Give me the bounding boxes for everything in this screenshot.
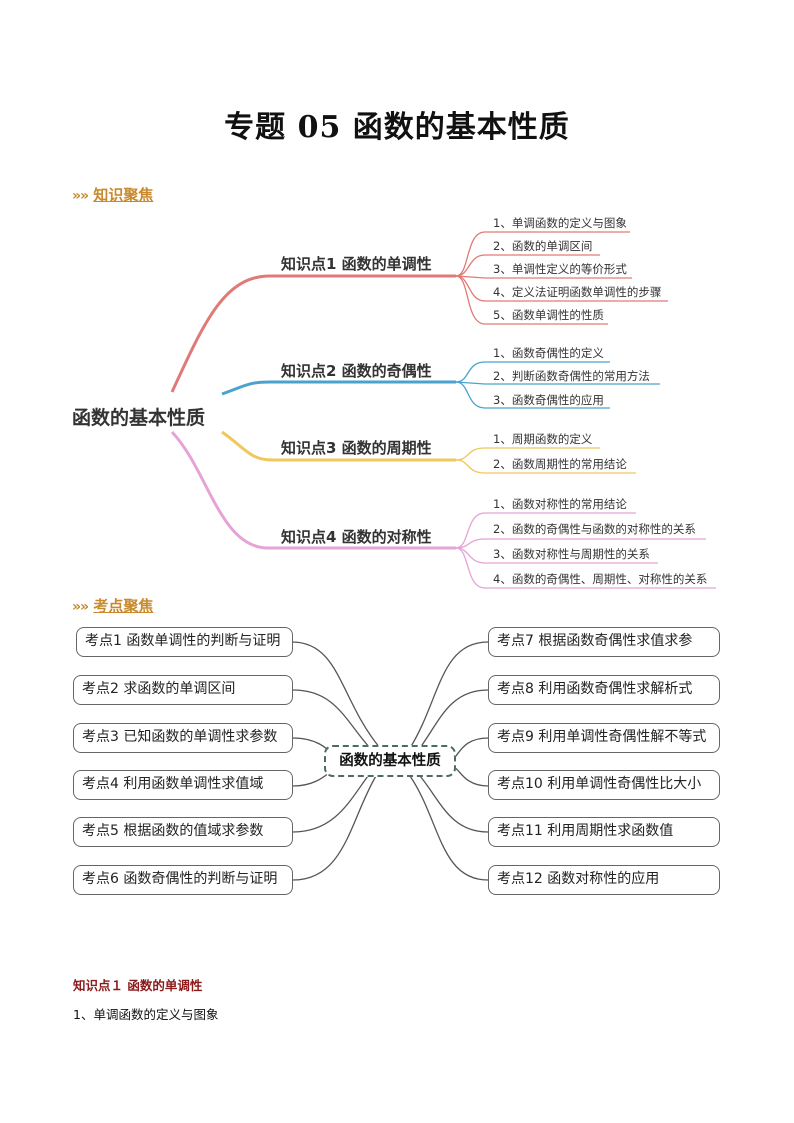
leaf-item: 2、函数周期性的常用结论 (493, 457, 627, 471)
exam-point-box: 考点7 根据函数奇偶性求值求参 (488, 627, 720, 657)
leaf-item: 3、函数对称性与周期性的关系 (493, 547, 650, 561)
leaf-item: 1、单调函数的定义与图象 (493, 216, 627, 230)
branch-monotonicity: 知识点1 函数的单调性 (281, 255, 432, 273)
leaf-item: 1、函数奇偶性的定义 (493, 346, 604, 360)
leaf-item: 2、函数的单调区间 (493, 239, 593, 253)
exam-point-box: 考点4 利用函数单调性求值域 (73, 770, 293, 800)
body-line: 1、单调函数的定义与图象 (73, 1007, 219, 1022)
exam-point-box: 考点9 利用单调性奇偶性解不等式 (488, 723, 720, 753)
branch-periodicity: 知识点3 函数的周期性 (281, 439, 432, 457)
page-title: 专题 05 函数的基本性质 (224, 110, 570, 145)
section-knowledge-label: 知识聚焦 (93, 186, 154, 204)
exam-point-box: 考点5 根据函数的值域求参数 (73, 817, 293, 847)
leaf-item: 4、定义法证明函数单调性的步骤 (493, 285, 662, 299)
mindmap-center-node: 函数的基本性质 (324, 745, 456, 777)
exam-point-box: 考点2 求函数的单调区间 (73, 675, 293, 705)
leaf-item: 1、周期函数的定义 (493, 432, 593, 446)
mindmap-root: 函数的基本性质 (72, 407, 206, 429)
exam-point-box: 考点1 函数单调性的判断与证明 (76, 627, 293, 657)
leaf-item: 3、单调性定义的等价形式 (493, 262, 627, 276)
exam-point-box: 考点8 利用函数奇偶性求解析式 (488, 675, 720, 705)
leaf-item: 1、函数对称性的常用结论 (493, 497, 627, 511)
leaf-item: 4、函数的奇偶性、周期性、对称性的关系 (493, 572, 708, 586)
double-chevron-icon: » (72, 188, 81, 204)
exam-point-box: 考点11 利用周期性求函数值 (488, 817, 720, 847)
branch-parity: 知识点2 函数的奇偶性 (281, 362, 432, 380)
exam-point-box: 考点10 利用单调性奇偶性比大小 (488, 770, 720, 800)
section-exam-heading: »» 考点聚焦 (72, 597, 154, 615)
leaf-item: 2、函数的奇偶性与函数的对称性的关系 (493, 522, 696, 536)
branch-symmetry: 知识点4 函数的对称性 (281, 528, 432, 546)
exam-point-box: 考点3 已知函数的单调性求参数 (73, 723, 293, 753)
knowledge-point-heading: 知识点１ 函数的单调性 (73, 978, 203, 993)
exam-point-box: 考点6 函数奇偶性的判断与证明 (73, 865, 293, 895)
exam-point-box: 考点12 函数对称性的应用 (488, 865, 720, 895)
section-knowledge-heading: »» 知识聚焦 (72, 186, 154, 204)
leaf-item: 2、判断函数奇偶性的常用方法 (493, 369, 650, 383)
leaf-item: 3、函数奇偶性的应用 (493, 393, 604, 407)
double-chevron-icon: » (72, 599, 81, 615)
leaf-item: 5、函数单调性的性质 (493, 308, 604, 322)
section-exam-label: 考点聚焦 (93, 597, 154, 615)
